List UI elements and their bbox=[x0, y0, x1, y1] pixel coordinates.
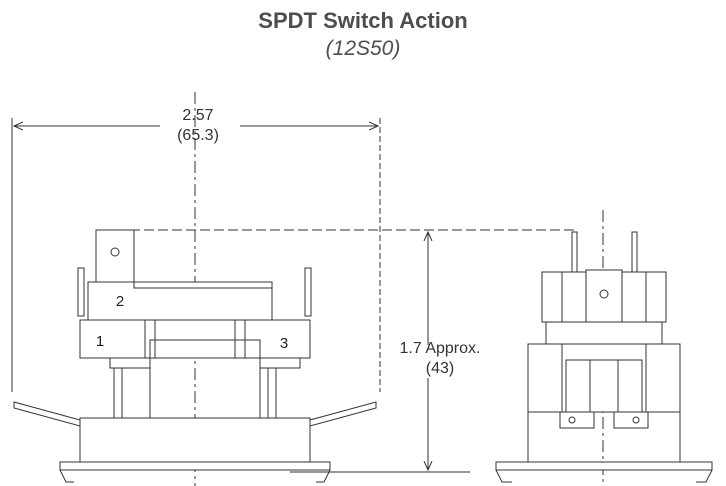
width-inches-label: 2.57 bbox=[182, 107, 213, 124]
terminal-1-label: 1 bbox=[96, 333, 104, 350]
terminal-2-label: 2 bbox=[116, 293, 124, 310]
switch-front-view bbox=[13, 92, 377, 486]
width-mm-label: (65.3) bbox=[177, 127, 219, 144]
height-dimension bbox=[130, 229, 575, 473]
diagram-subtitle: (12S50) bbox=[325, 37, 401, 60]
diagram-title: SPDT Switch Action bbox=[258, 8, 468, 33]
switch-side-view bbox=[495, 210, 713, 486]
height-inches-label: 1.7 Approx. bbox=[400, 340, 481, 357]
terminal-3-label: 3 bbox=[280, 335, 288, 352]
width-dimension bbox=[11, 118, 381, 392]
height-mm-label: (43) bbox=[426, 360, 454, 377]
